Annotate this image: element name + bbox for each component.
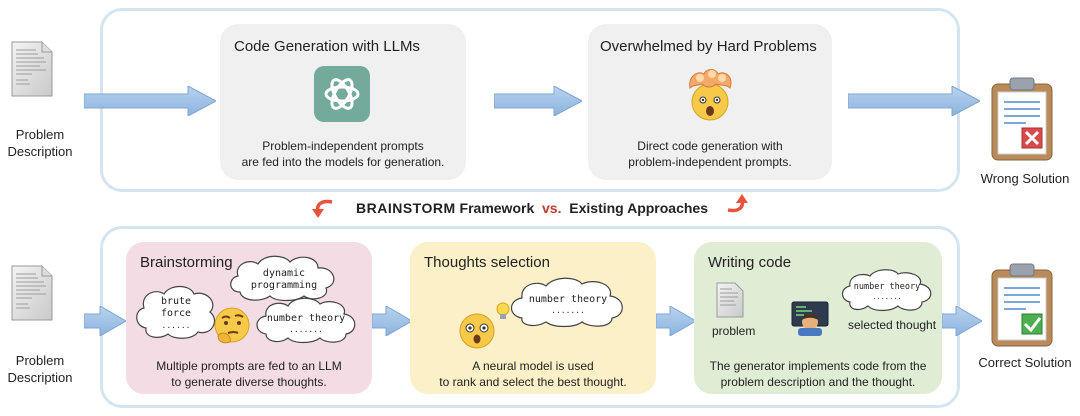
- curved-arrow-up-icon: [727, 194, 748, 213]
- writing-cloud-line1: number theory: [854, 282, 921, 292]
- thinking-face-icon: [214, 307, 250, 344]
- thought-cloud-writing: number theory .......: [841, 269, 932, 312]
- code-generation-title: Code Generation with LLMs: [234, 38, 420, 55]
- flow-arrow: [848, 86, 980, 116]
- openai-logo-icon: [314, 66, 370, 122]
- problem-description-label-bottom: Problem Description: [7, 353, 73, 385]
- existing-approaches-word: Existing Approaches: [569, 200, 709, 216]
- brainstorming-description: Multiple prompts are fed to an LLM to ge…: [156, 359, 342, 389]
- framework-vs-title: BRAINSTORM Framework vs. Existing Approa…: [356, 200, 708, 216]
- clipboard-check-icon: [991, 263, 1053, 347]
- thought-cloud-selected: number theory .......: [510, 277, 623, 328]
- wrong-solution-label: Wrong Solution: [980, 171, 1070, 186]
- selected-cloud-line2: .......: [551, 306, 585, 315]
- thought-cloud-dynamic: dynamic programming: [230, 255, 335, 302]
- writing-code-description: The generator implements code from the p…: [709, 359, 927, 389]
- overwhelmed-description: Direct code generation with problem-inde…: [628, 139, 792, 169]
- light-bulb-icon: [496, 302, 510, 319]
- cloud-number-line1: number theory: [267, 313, 345, 324]
- flow-arrow: [942, 306, 982, 336]
- flow-arrow: [84, 306, 126, 336]
- writing-cloud-line2: .......: [872, 293, 902, 301]
- cloud-number-line2: .......: [289, 325, 323, 334]
- vs-word: vs.: [542, 200, 562, 216]
- problem-description-label-top: Problem Description: [7, 127, 73, 159]
- flow-arrow: [494, 86, 582, 116]
- flow-arrow: [372, 306, 412, 336]
- thoughts-selection-title: Thoughts selection: [424, 254, 550, 271]
- overwhelmed-title: Overwhelmed by Hard Problems: [600, 38, 817, 55]
- document-icon: [11, 41, 53, 97]
- selected-cloud-line1: number theory: [529, 294, 607, 305]
- curved-arrow-down-icon: [312, 199, 333, 218]
- writing-code-title: Writing code: [708, 254, 792, 271]
- document-icon: [716, 282, 744, 318]
- thought-cloud-brute: brute force ......: [136, 285, 215, 339]
- thought-cloud-number-theory: number theory .......: [256, 297, 356, 344]
- brainstorming-title: Brainstorming: [140, 254, 233, 271]
- problem-label: problem: [712, 324, 756, 338]
- exploding-head-icon: [689, 69, 732, 121]
- framework-word: Framework: [459, 200, 535, 216]
- thoughts-selection-description: A neural model is used to rank and selec…: [439, 359, 627, 389]
- surprised-face-icon: [459, 313, 495, 349]
- clipboard-cross-icon: [991, 77, 1053, 161]
- selected-thought-label: selected thought: [848, 318, 937, 332]
- cloud-dynamic-line2: programming: [251, 280, 317, 291]
- code-generation-description: Problem-independent prompts are fed into…: [241, 139, 445, 169]
- cloud-dynamic-line1: dynamic: [263, 268, 305, 279]
- technologist-icon: [791, 301, 829, 336]
- brainstorm-word: BRAINSTORM: [356, 200, 456, 216]
- flow-arrow: [84, 86, 216, 116]
- cloud-brute-line2: force: [161, 308, 191, 319]
- correct-solution-label: Correct Solution: [978, 355, 1072, 370]
- flow-arrow: [656, 306, 696, 336]
- cloud-brute-line3: ......: [162, 321, 191, 330]
- document-icon: [11, 265, 53, 321]
- cloud-brute-line1: brute: [161, 296, 191, 307]
